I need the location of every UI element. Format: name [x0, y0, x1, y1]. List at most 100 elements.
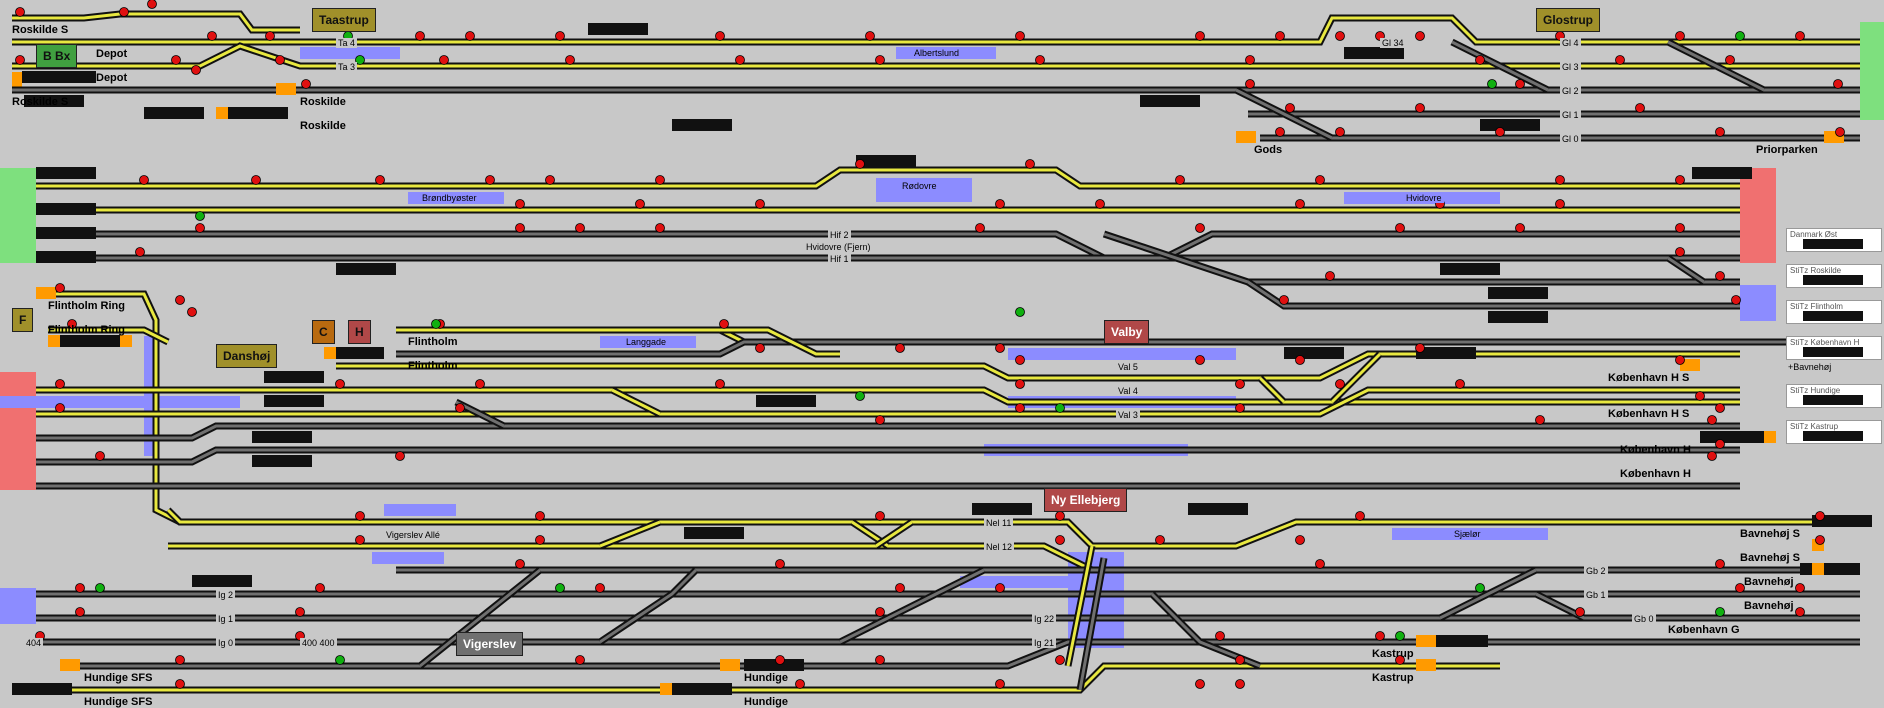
signal-red-icon[interactable] [251, 175, 261, 185]
signal-green-icon[interactable] [95, 583, 105, 593]
signal-red-icon[interactable] [55, 283, 65, 293]
signal-green-icon[interactable] [855, 391, 865, 401]
signal-red-icon[interactable] [1675, 31, 1685, 41]
signal-red-icon[interactable] [565, 55, 575, 65]
signal-red-icon[interactable] [735, 55, 745, 65]
signal-red-icon[interactable] [1285, 103, 1295, 113]
signal-green-icon[interactable] [335, 655, 345, 665]
signal-red-icon[interactable] [1725, 55, 1735, 65]
signal-green-icon[interactable] [1735, 31, 1745, 41]
signal-green-icon[interactable] [431, 319, 441, 329]
signal-red-icon[interactable] [575, 655, 585, 665]
signal-red-icon[interactable] [515, 559, 525, 569]
signal-red-icon[interactable] [147, 0, 157, 9]
signal-red-icon[interactable] [1635, 103, 1645, 113]
station-ny-ellebjerg[interactable]: Ny Ellebjerg [1044, 488, 1128, 512]
signal-red-icon[interactable] [875, 511, 885, 521]
signal-red-icon[interactable] [275, 55, 285, 65]
signal-red-icon[interactable] [775, 559, 785, 569]
station-h[interactable]: H [348, 320, 371, 344]
signal-red-icon[interactable] [865, 31, 875, 41]
signal-red-icon[interactable] [1715, 439, 1725, 449]
signal-red-icon[interactable] [455, 403, 465, 413]
signal-red-icon[interactable] [301, 79, 311, 89]
signal-red-icon[interactable] [95, 451, 105, 461]
signal-red-icon[interactable] [1715, 403, 1725, 413]
station-bbx[interactable]: B Bx [36, 44, 78, 68]
signal-red-icon[interactable] [195, 223, 205, 233]
signal-red-icon[interactable] [715, 31, 725, 41]
signal-red-icon[interactable] [1795, 583, 1805, 593]
signal-red-icon[interactable] [1235, 403, 1245, 413]
signal-red-icon[interactable] [719, 319, 729, 329]
signal-red-icon[interactable] [1275, 127, 1285, 137]
signal-red-icon[interactable] [1015, 403, 1025, 413]
signal-red-icon[interactable] [119, 7, 129, 17]
signal-red-icon[interactable] [875, 655, 885, 665]
signal-red-icon[interactable] [395, 451, 405, 461]
signal-red-icon[interactable] [15, 7, 25, 17]
signal-red-icon[interactable] [335, 379, 345, 389]
signal-red-icon[interactable] [1555, 175, 1565, 185]
signal-red-icon[interactable] [55, 403, 65, 413]
signal-red-icon[interactable] [1495, 127, 1505, 137]
signal-red-icon[interactable] [1215, 631, 1225, 641]
signal-red-icon[interactable] [895, 583, 905, 593]
signal-red-icon[interactable] [1707, 451, 1717, 461]
signal-red-icon[interactable] [15, 55, 25, 65]
signal-red-icon[interactable] [1295, 355, 1305, 365]
station-valby[interactable]: Valby [1104, 320, 1150, 344]
signal-red-icon[interactable] [995, 679, 1005, 689]
signal-red-icon[interactable] [875, 607, 885, 617]
signal-red-icon[interactable] [1515, 223, 1525, 233]
signal-red-icon[interactable] [207, 31, 217, 41]
panel-stitz-kobenhavn-h[interactable]: StiTz København H [1786, 336, 1882, 360]
station-f[interactable]: F [12, 308, 34, 332]
signal-red-icon[interactable] [1055, 511, 1065, 521]
signal-red-icon[interactable] [1055, 655, 1065, 665]
signal-red-icon[interactable] [191, 65, 201, 75]
signal-red-icon[interactable] [875, 415, 885, 425]
signal-red-icon[interactable] [1675, 355, 1685, 365]
signal-red-icon[interactable] [1795, 607, 1805, 617]
signal-red-icon[interactable] [1735, 583, 1745, 593]
signal-red-icon[interactable] [515, 199, 525, 209]
signal-red-icon[interactable] [1275, 31, 1285, 41]
signal-red-icon[interactable] [555, 31, 565, 41]
signal-red-icon[interactable] [355, 535, 365, 545]
signal-red-icon[interactable] [1715, 271, 1725, 281]
signal-red-icon[interactable] [1335, 127, 1345, 137]
signal-red-icon[interactable] [755, 343, 765, 353]
signal-red-icon[interactable] [415, 31, 425, 41]
station-danshoj[interactable]: Danshøj [216, 344, 278, 368]
signal-red-icon[interactable] [1715, 127, 1725, 137]
signal-red-icon[interactable] [1195, 31, 1205, 41]
signal-green-icon[interactable] [195, 211, 205, 221]
panel-danmark-ost[interactable]: Danmark Øst [1786, 228, 1882, 252]
panel-stitz-roskilde[interactable]: StiTz Roskilde [1786, 264, 1882, 288]
signal-red-icon[interactable] [171, 55, 181, 65]
signal-green-icon[interactable] [1015, 307, 1025, 317]
signal-green-icon[interactable] [1715, 607, 1725, 617]
signal-red-icon[interactable] [1695, 391, 1705, 401]
signal-red-icon[interactable] [1615, 55, 1625, 65]
signal-red-icon[interactable] [1279, 295, 1289, 305]
signal-red-icon[interactable] [1395, 655, 1405, 665]
signal-red-icon[interactable] [1515, 79, 1525, 89]
panel-stitz-kastrup[interactable]: StiTz Kastrup [1786, 420, 1882, 444]
signal-green-icon[interactable] [1395, 631, 1405, 641]
signal-green-icon[interactable] [355, 55, 365, 65]
signal-red-icon[interactable] [1815, 535, 1825, 545]
station-glostrup[interactable]: Glostrup [1536, 8, 1600, 32]
signal-green-icon[interactable] [1487, 79, 1497, 89]
signal-red-icon[interactable] [1455, 379, 1465, 389]
signal-red-icon[interactable] [67, 319, 77, 329]
signal-red-icon[interactable] [1235, 655, 1245, 665]
signal-red-icon[interactable] [1375, 631, 1385, 641]
panel-stitz-hundige[interactable]: StiTz Hundige [1786, 384, 1882, 408]
signal-green-icon[interactable] [1055, 403, 1065, 413]
signal-red-icon[interactable] [1295, 535, 1305, 545]
signal-red-icon[interactable] [1675, 175, 1685, 185]
signal-red-icon[interactable] [1675, 223, 1685, 233]
panel-stitz-flintholm[interactable]: StiTz Flintholm [1786, 300, 1882, 324]
